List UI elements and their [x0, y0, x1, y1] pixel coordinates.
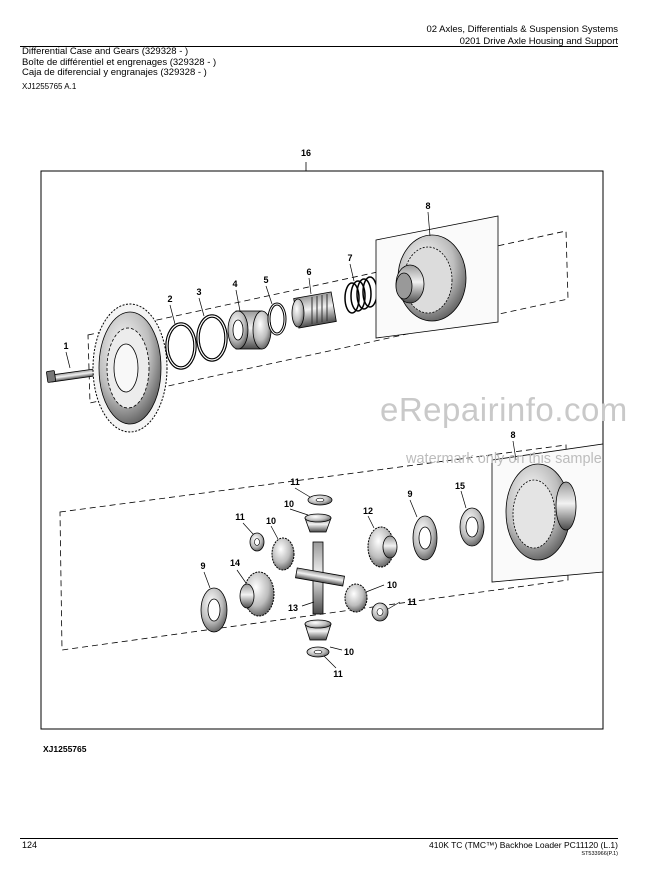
lower-group-outline	[59, 444, 569, 651]
watermark-note: watermark only on this sample	[406, 451, 602, 467]
part-14-side-gear	[239, 571, 275, 617]
callout-4: 4	[232, 279, 237, 289]
title-english: Differential Case and Gears (329328 - )	[22, 46, 189, 57]
part-6-splined-hub	[291, 291, 337, 329]
part-11-washer-left	[249, 532, 265, 552]
part-13-spider-cross	[295, 541, 345, 615]
part-titles: Differential Case and Gears (329328 - ) …	[22, 46, 217, 79]
callout-3: 3	[196, 287, 201, 297]
callout-7: 7	[347, 253, 352, 263]
illustration-reference: XJ1255765 A.1	[22, 82, 77, 91]
callout-9-right: 9	[407, 489, 412, 499]
title-french: Boîte de différentiel et engrenages (329…	[22, 56, 217, 68]
part-10-pinion-left	[271, 537, 295, 571]
callout-10-right: 10	[387, 580, 397, 590]
ring-gear	[92, 303, 168, 433]
callout-10-left: 10	[266, 516, 276, 526]
callout-2: 2	[167, 294, 172, 304]
watermark-site: eRepairinfo.com	[380, 391, 628, 428]
callout-13: 13	[288, 603, 298, 613]
callout-10-bottom: 10	[344, 647, 354, 657]
header-rule	[20, 46, 618, 47]
part-15-seal	[459, 507, 485, 547]
callout-12: 12	[363, 506, 373, 516]
part-9-thrust-washer-left	[200, 587, 228, 633]
section-heading: 02 Axles, Differentials & Suspension Sys…	[426, 24, 618, 35]
callout-10-top: 10	[284, 499, 294, 509]
callout-15: 15	[455, 481, 465, 491]
group-heading: 0201 Drive Axle Housing and Support	[459, 36, 618, 47]
part-11-washer-top	[307, 494, 333, 506]
page-number: 124	[22, 840, 38, 850]
callout-9-left: 9	[200, 561, 205, 571]
part-10-pinion-bottom	[304, 619, 332, 641]
part-10-pinion-top	[304, 513, 332, 533]
part-11-washer-right	[371, 602, 389, 622]
part-8-housing-lower	[491, 443, 604, 583]
callout-1: 1	[63, 341, 68, 351]
callout-11-right: 11	[407, 597, 417, 607]
part-7-spring	[344, 276, 378, 314]
callout-14: 14	[230, 558, 240, 568]
part-8-housing-upper	[375, 215, 499, 339]
callout-16: 16	[301, 148, 311, 158]
model-info: 410K TC (TMC™) Backhoe Loader PC11120 (L…	[429, 840, 618, 850]
title-spanish: Caja de diferencial y engranajes (329328…	[22, 67, 207, 78]
callout-5: 5	[263, 275, 268, 285]
leader-lines	[65, 211, 517, 669]
part-1-bolt	[46, 368, 97, 383]
callout-11-top: 11	[290, 477, 300, 487]
callout-11-bottom: 11	[333, 669, 343, 679]
part-11-washer-bottom	[306, 646, 330, 658]
callout-8-upper: 8	[425, 201, 430, 211]
callout-8-lower: 8	[510, 430, 515, 440]
assembly-frame	[40, 170, 604, 730]
footer-rule	[20, 838, 618, 839]
figure-id: XJ1255765	[43, 744, 87, 754]
document-code: ST533966(P.1)	[581, 851, 618, 857]
part-9-thrust-washer-right	[412, 515, 438, 561]
part-10-pinion-right	[344, 583, 368, 613]
callout-6: 6	[306, 267, 311, 277]
part-12-side-gear	[367, 526, 398, 568]
part-4-bearing	[227, 310, 272, 350]
callout-11-left: 11	[235, 512, 245, 522]
